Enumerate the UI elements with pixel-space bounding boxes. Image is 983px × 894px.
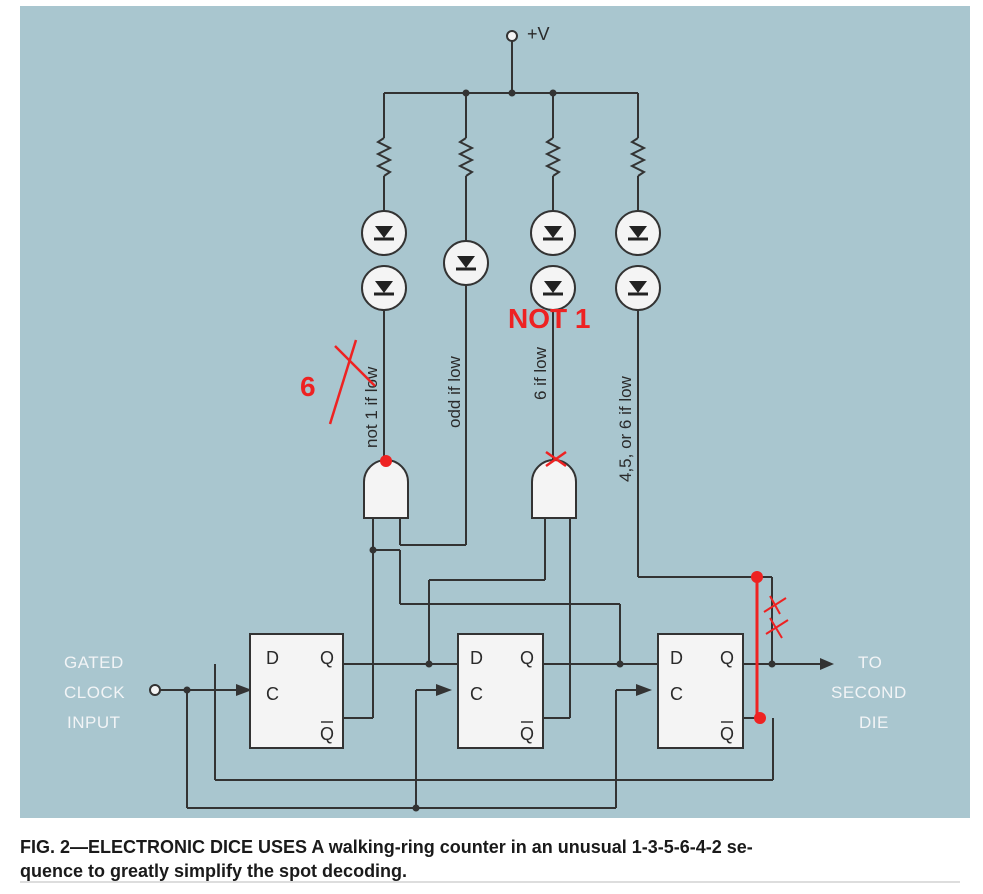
figure-caption-line-1: FIG. 2—ELECTRONIC DICE USES A walking-ri… (20, 837, 753, 857)
output-label-line-1: TO (858, 653, 882, 672)
led-branch-2 (443, 93, 489, 545)
nand-gate-1 (363, 459, 466, 554)
ff-pin-qbar: Q (720, 724, 734, 744)
ff-pin-c: C (470, 684, 483, 704)
ff-pin-q: Q (720, 648, 734, 668)
led-branch-3 (530, 93, 576, 461)
ff-pin-d: D (266, 648, 279, 668)
output-label-line-3: DIE (859, 713, 889, 732)
line-label-2: odd if low (445, 355, 464, 428)
flip-flop-1: D Q C Q (249, 633, 344, 749)
line-label-3: 6 if low (531, 346, 550, 400)
ff-pin-q: Q (520, 648, 534, 668)
ff-pin-d: D (470, 648, 483, 668)
ff-pin-qbar: Q (320, 724, 334, 744)
input-label-line-3: INPUT (67, 713, 121, 732)
output-label-line-2: SECOND (831, 683, 907, 702)
line-label-4: 4,5, or 6 if low (616, 375, 635, 482)
ff-pin-q: Q (320, 648, 334, 668)
input-label-line-2: CLOCK (64, 683, 125, 702)
input-label-line-1: GATED (64, 653, 124, 672)
annotation-not-one: NOT 1 (508, 303, 590, 334)
ff-pin-c: C (266, 684, 279, 704)
ff-pin-c: C (670, 684, 683, 704)
annotation-dot (380, 455, 392, 467)
figure-caption-line-2: quence to greatly simplify the spot deco… (20, 861, 407, 881)
flip-flop-2: D Q C Q (457, 633, 544, 749)
led-branch-4 (615, 93, 772, 578)
line-label-1: not 1 if low (362, 366, 381, 448)
red-annotations: 6 NOT 1 (300, 303, 789, 724)
flip-flop-3: D Q C Q (657, 633, 744, 749)
nand-gate-2 (531, 459, 577, 718)
clock-input-terminal (149, 684, 161, 696)
annotation-six: 6 (300, 371, 316, 402)
ff-pin-d: D (670, 648, 683, 668)
ff-pin-qbar: Q (520, 724, 534, 744)
counter-wiring (160, 540, 834, 812)
supply-label: +V (527, 24, 550, 44)
led-branch-1 (361, 93, 407, 461)
